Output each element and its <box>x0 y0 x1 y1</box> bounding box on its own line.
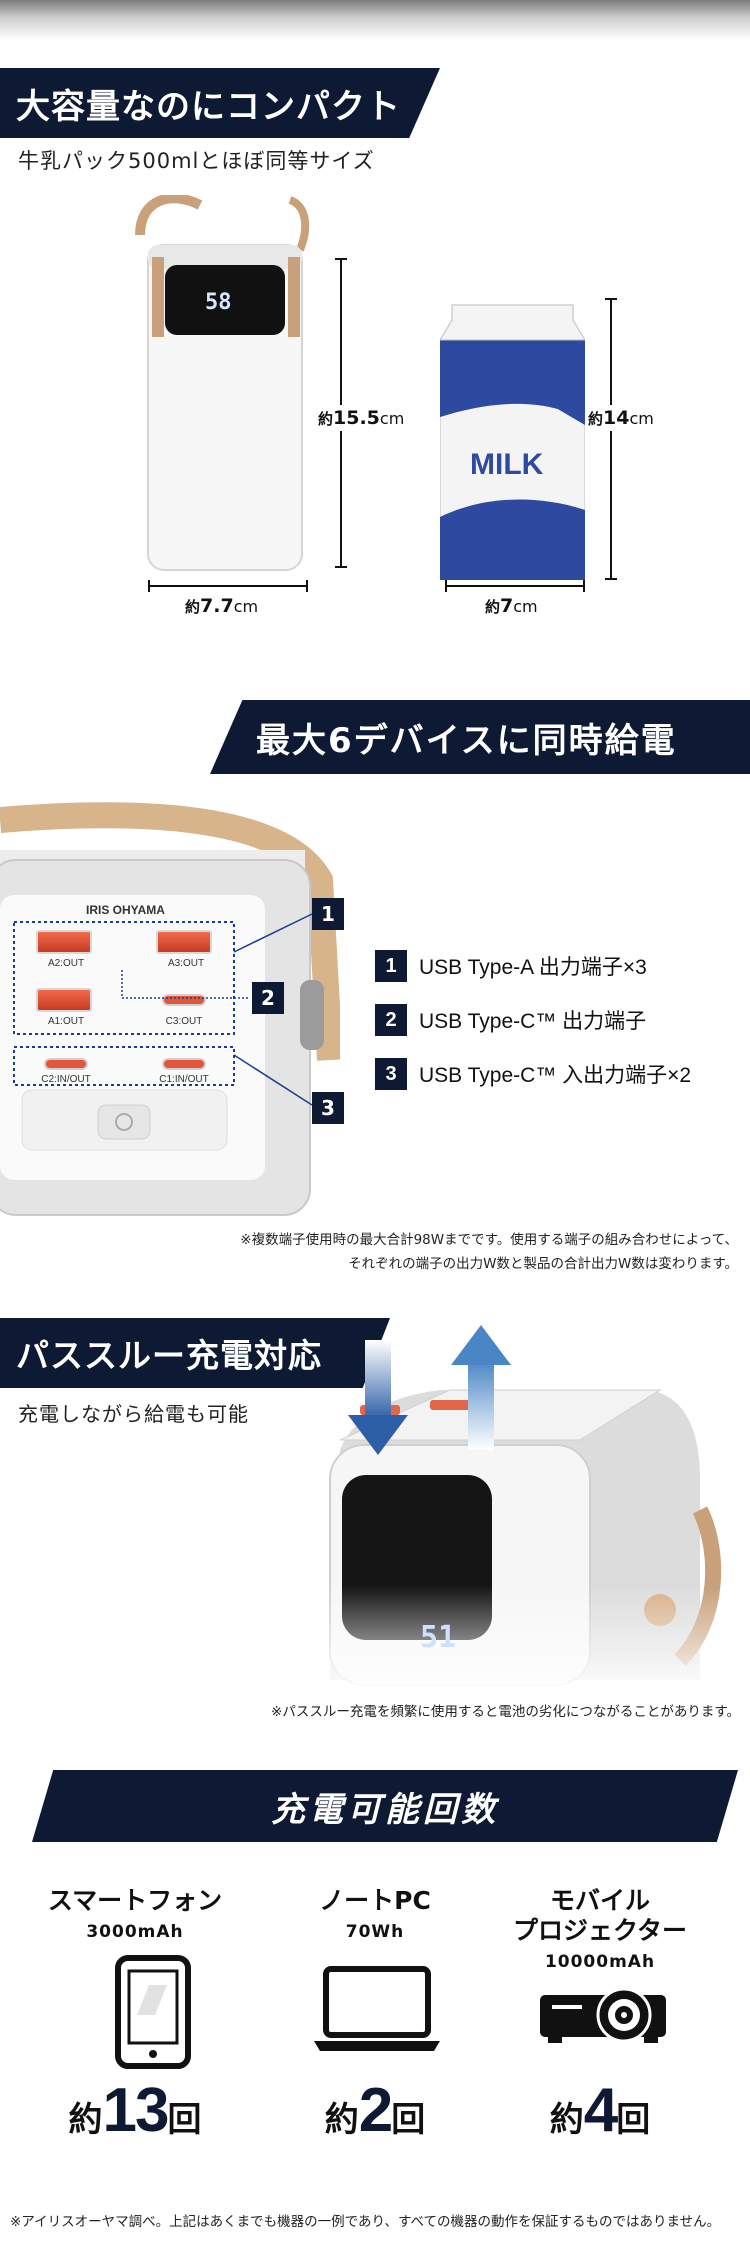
port-list-badge: 1 <box>375 950 407 982</box>
powerbank-height-label: 約15.5cm <box>318 405 405 431</box>
port-list-badge: 3 <box>375 1058 407 1090</box>
capacity-heading: 大容量なのにコンパクト <box>0 68 440 138</box>
laptop-count: 約2回 <box>324 2076 426 2145</box>
device-capacity: 70Wh <box>345 1922 405 1942</box>
projector-count: 約4回 <box>549 2076 651 2145</box>
charge-count-heading: 充電可能回数 <box>32 1770 738 1842</box>
port-list-item: 1 USB Type-A 出力端子×3 <box>375 950 691 982</box>
powerbank-width-line <box>148 585 308 587</box>
device-name: ノートPC <box>319 1886 431 1915</box>
device-name-line1: モバイル <box>549 1886 650 1915</box>
usb-c1-port <box>162 1058 206 1070</box>
passthrough-subheading: 充電しながら給電も可能 <box>18 1402 249 1426</box>
powerbank-image <box>130 193 320 575</box>
usb-a3-port <box>156 930 212 954</box>
smartphone-icon <box>115 1955 195 2074</box>
passthrough-device-image <box>320 1320 740 1700</box>
brand-label: IRIS OHYAMA <box>86 903 165 917</box>
ports-heading: 最大6デバイスに同時給電 <box>210 700 750 774</box>
port-list: 1 USB Type-A 出力端子×3 2 USB Type-C™ 出力端子 3… <box>375 950 691 1090</box>
device-name: スマートフォン <box>47 1886 223 1915</box>
top-photo-strip <box>0 0 750 40</box>
usb-c2-label: C2:IN/OUT <box>41 1074 91 1085</box>
device-smartphone: スマートフォン 3000mAh <box>40 1886 230 1942</box>
milk-width-label: 約7cm <box>485 595 538 617</box>
port-list-item: 3 USB Type-C™ 入出力端子×2 <box>375 1058 691 1090</box>
charge-footnote: ※アイリスオーヤマ調べ。上記はあくまでも機器の一例であり、すべての機器の動作を保… <box>10 2214 721 2230</box>
usb-a2-label: A2:OUT <box>47 958 85 969</box>
callout-badge-3: 3 <box>312 1092 344 1124</box>
usb-a2-port <box>36 930 92 954</box>
powerbank-width-label: 約7.7cm <box>185 595 259 617</box>
usb-a3-label: A3:OUT <box>167 958 205 969</box>
milk-height-label: 約14cm <box>588 405 654 431</box>
callout-badge-1: 1 <box>312 898 344 930</box>
passthrough-note: ※パススルー充電を頻繁に使用すると電池の劣化につながることがあります。 <box>271 1704 740 1720</box>
port-list-item: 2 USB Type-C™ 出力端子 <box>375 1004 691 1036</box>
port-list-text: USB Type-C™ 出力端子 <box>419 1010 647 1033</box>
usb-a1-label: A1:OUT <box>47 1016 85 1027</box>
device-capacity: 3000mAh <box>86 1922 184 1942</box>
projector-icon <box>538 1985 668 2051</box>
milk-carton-image <box>439 295 586 581</box>
callout-lines <box>121 913 313 1106</box>
milk-height-line <box>610 298 612 580</box>
powerbank-display-readout: 58 <box>205 290 232 315</box>
usb-c2-port <box>44 1058 88 1070</box>
milk-label: MILK <box>470 448 544 481</box>
usb-c1-label: C1:IN/OUT <box>159 1074 209 1085</box>
usb-c3-label: C3:OUT <box>165 1016 203 1027</box>
device-name-line2: プロジェクター <box>512 1916 687 1945</box>
device-capacity: 10000mAh <box>544 1952 656 1972</box>
laptop-icon <box>312 1965 442 2059</box>
port-list-text: USB Type-C™ 入出力端子×2 <box>419 1064 692 1087</box>
smartphone-count: 約13回 <box>68 2076 202 2145</box>
port-list-badge: 2 <box>375 1004 407 1036</box>
usb-a1-port <box>36 988 92 1012</box>
ports-note: ※複数端子使用時の最大合計98Wまでです。使用する端子の組み合わせによって、 そ… <box>240 1232 738 1272</box>
callout-badge-2: 2 <box>252 982 284 1014</box>
capacity-subheading: 牛乳パック500mlとほぼ同等サイズ <box>18 149 375 173</box>
device-projector: モバイル プロジェクター 10000mAh <box>505 1886 695 1972</box>
usb-c3-port <box>162 994 206 1006</box>
milk-width-line <box>445 585 585 587</box>
device-laptop: ノートPC 70Wh <box>280 1886 470 1942</box>
port-list-text: USB Type-A 出力端子×3 <box>419 956 647 979</box>
passthrough-display-readout: 51 <box>420 1620 457 1655</box>
